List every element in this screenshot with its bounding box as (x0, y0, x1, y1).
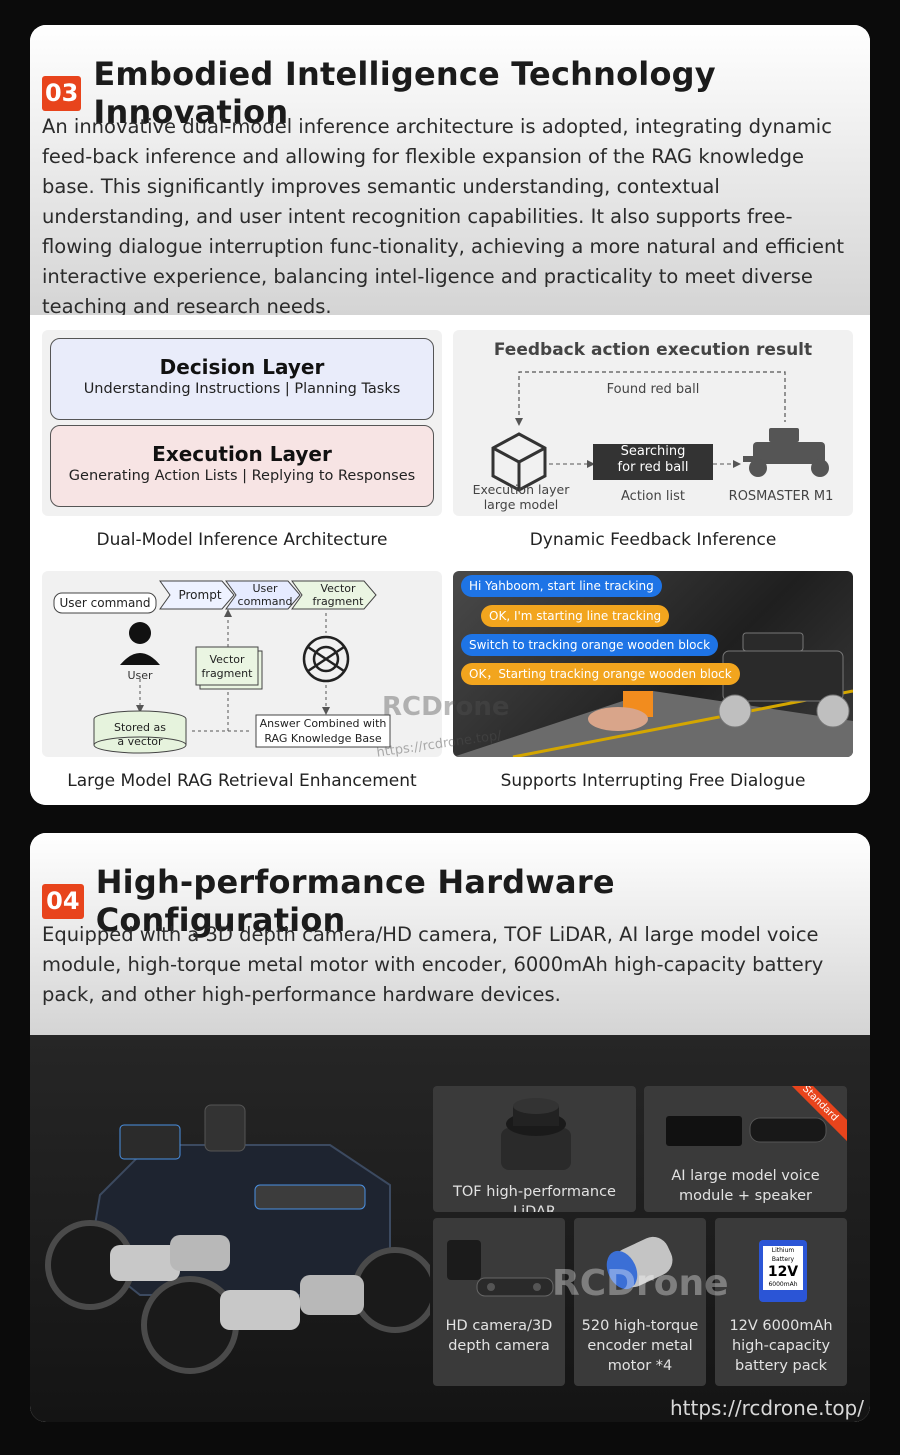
answer-box: Answer Combined with RAG Knowledge Base (256, 716, 390, 746)
found-red-ball-label: Found red ball (606, 382, 700, 397)
vfb-line-1: Vector (209, 653, 245, 666)
searching-line-1: Searching (620, 444, 686, 459)
chat-message-2: OK, I'm starting line tracking (481, 605, 670, 627)
battery-sticker-title: Lithium Battery (771, 1247, 795, 1263)
chat-message-1: Hi Yahboom, start line tracking (461, 575, 662, 597)
section-number-badge: 03 (42, 75, 82, 111)
dialogue-panel: Hi Yahboom, start line tracking OK, I'm … (453, 571, 853, 757)
searching-box: Searching for red ball (593, 444, 713, 476)
lidar-icon (501, 1098, 571, 1170)
feedback-diagram (491, 371, 829, 492)
vf-line-2: fragment (312, 595, 364, 608)
section-03-body: Decision Layer Understanding Instruction… (30, 315, 870, 805)
user-label: User (127, 669, 153, 682)
section-04-card: 04 High-performance Hardware Configurati… (30, 833, 870, 1422)
section-title: Embodied Intelligence Technology Innovat… (93, 55, 716, 131)
cube-icon (491, 432, 547, 492)
battery-sticker-voltage: 12V (767, 1264, 799, 1280)
battery-label-line-3: battery pack (735, 1358, 827, 1374)
ai-model-icon (302, 635, 350, 683)
decision-layer-title: Decision Layer (159, 355, 325, 379)
section-title: High-performance Hardware Configuration (95, 863, 615, 939)
robot-hardware-illustration (45, 1104, 430, 1374)
exec-label-1: Execution layer (472, 482, 570, 497)
execution-layer-label: Execution layer large model (459, 482, 583, 512)
tile-lidar: TOF high-performance LiDAR (433, 1086, 636, 1212)
vector-fragment-box: Vector fragment (196, 653, 258, 681)
decision-layer-subtitle: Understanding Instructions | Planning Ta… (83, 381, 401, 397)
dialogue-caption: Supports Interrupting Free Dialogue (500, 771, 806, 791)
battery-icon: Lithium Battery 12V 6000mAh (759, 1240, 807, 1302)
action-list-label: Action list (621, 489, 685, 504)
lidar-label: TOF high-performance LiDAR (453, 1184, 616, 1212)
execution-layer-title: Execution Layer (152, 442, 332, 466)
vfb-line-2: fragment (201, 667, 253, 680)
user-command-chevron: User command (234, 582, 296, 608)
dialogue-scene (453, 632, 853, 757)
footer-url: https://rcdrone.top/ (669, 1396, 864, 1420)
chat-message-3: Switch to tracking orange wooden block (461, 634, 719, 656)
section-04-body: TOF high-performance LiDAR Standard AI l… (30, 1035, 870, 1422)
section-description: Equipped with a 3D depth camera/HD camer… (42, 923, 824, 1006)
uc-line-1: User (252, 582, 278, 595)
section-04-header: 04 High-performance Hardware Configurati… (30, 833, 870, 1035)
section-number-badge: 04 (42, 883, 84, 919)
user-command-bubble: User command (59, 596, 151, 610)
vector-fragment-chevron: Vector fragment (302, 582, 374, 608)
section-04-title-row: 04 High-performance Hardware Configurati… (42, 863, 870, 939)
voice-module-icon (666, 1116, 827, 1146)
voice-label-line-1: AI large model voice (671, 1168, 820, 1184)
user-icon (120, 622, 160, 665)
motor-label-line-3: motor *4 (607, 1358, 673, 1374)
rag-caption: Large Model RAG Retrieval Enhancement (67, 771, 417, 791)
dual-model-panel: Decision Layer Understanding Instruction… (42, 330, 442, 516)
stored-line-1: Stored as (113, 721, 167, 734)
feedback-title: Feedback action execution result (493, 340, 813, 360)
rag-panel: User command Prompt User command Vector … (42, 571, 442, 757)
tile-voice-module: Standard AI large model voice module + s… (644, 1086, 847, 1212)
camera-label-line-1: HD camera/3D (445, 1318, 553, 1334)
rag-diagram (53, 580, 391, 754)
battery-label-line-2: high-capacity (731, 1338, 831, 1354)
section-03-header: 03 Embodied Intelligence Technology Inno… (30, 25, 870, 318)
decision-layer-box: Decision Layer Understanding Instruction… (50, 338, 434, 420)
feedback-panel: Feedback action execution result (453, 330, 853, 516)
chat-message-4: OK，Starting tracking orange wooden block (461, 663, 740, 685)
execution-layer-subtitle: Generating Action Lists | Replying to Re… (68, 468, 416, 484)
section-description: An innovative dual-model inference archi… (42, 115, 844, 318)
voice-label-line-2: module + speaker (678, 1188, 813, 1204)
camera-label-line-2: depth camera (448, 1338, 550, 1354)
prompt-label: Prompt (178, 588, 222, 602)
motor-icon (606, 1236, 673, 1290)
battery-label-line-1: 12V 6000mAh (729, 1318, 833, 1334)
vf-line-1: Vector (320, 582, 356, 595)
answer-line-1: Answer Combined with (259, 717, 387, 730)
stored-line-2: a vector (117, 735, 163, 748)
exec-label-2: large model (483, 497, 559, 512)
robot-icon (45, 1104, 430, 1374)
battery-sticker: Lithium Battery 12V 6000mAh (763, 1246, 803, 1290)
uc-line-2: command (237, 595, 293, 608)
robot-icon (743, 428, 829, 477)
answer-line-2: RAG Knowledge Base (264, 732, 382, 745)
camera-icon (447, 1240, 554, 1297)
execution-layer-box: Execution Layer Generating Action Lists … (50, 425, 434, 507)
dual-model-caption: Dual-Model Inference Architecture (96, 530, 388, 550)
battery-sticker-capacity: 6000mAh (768, 1281, 798, 1288)
tile-motor: 520 high-torque encoder metal motor *4 (574, 1218, 706, 1386)
searching-line-2: for red ball (617, 460, 689, 475)
feedback-caption: Dynamic Feedback Inference (529, 530, 777, 550)
watermark-text: RCDrone (382, 692, 510, 722)
section-03-card: 03 Embodied Intelligence Technology Inno… (30, 25, 870, 805)
motor-label-line-1: 520 high-torque (581, 1318, 699, 1334)
motor-label-line-2: encoder metal (587, 1338, 693, 1354)
stored-vector-db: Stored as a vector (94, 721, 186, 749)
tile-battery: Lithium Battery 12V 6000mAh 12V 6000mAh … (715, 1218, 847, 1386)
tile-camera: HD camera/3D depth camera (433, 1218, 565, 1386)
section-03-title-row: 03 Embodied Intelligence Technology Inno… (42, 55, 870, 131)
robot-icon (718, 632, 850, 728)
robot-label: ROSMASTER M1 (728, 489, 834, 504)
watermark-text: RCDrone (552, 1263, 729, 1304)
